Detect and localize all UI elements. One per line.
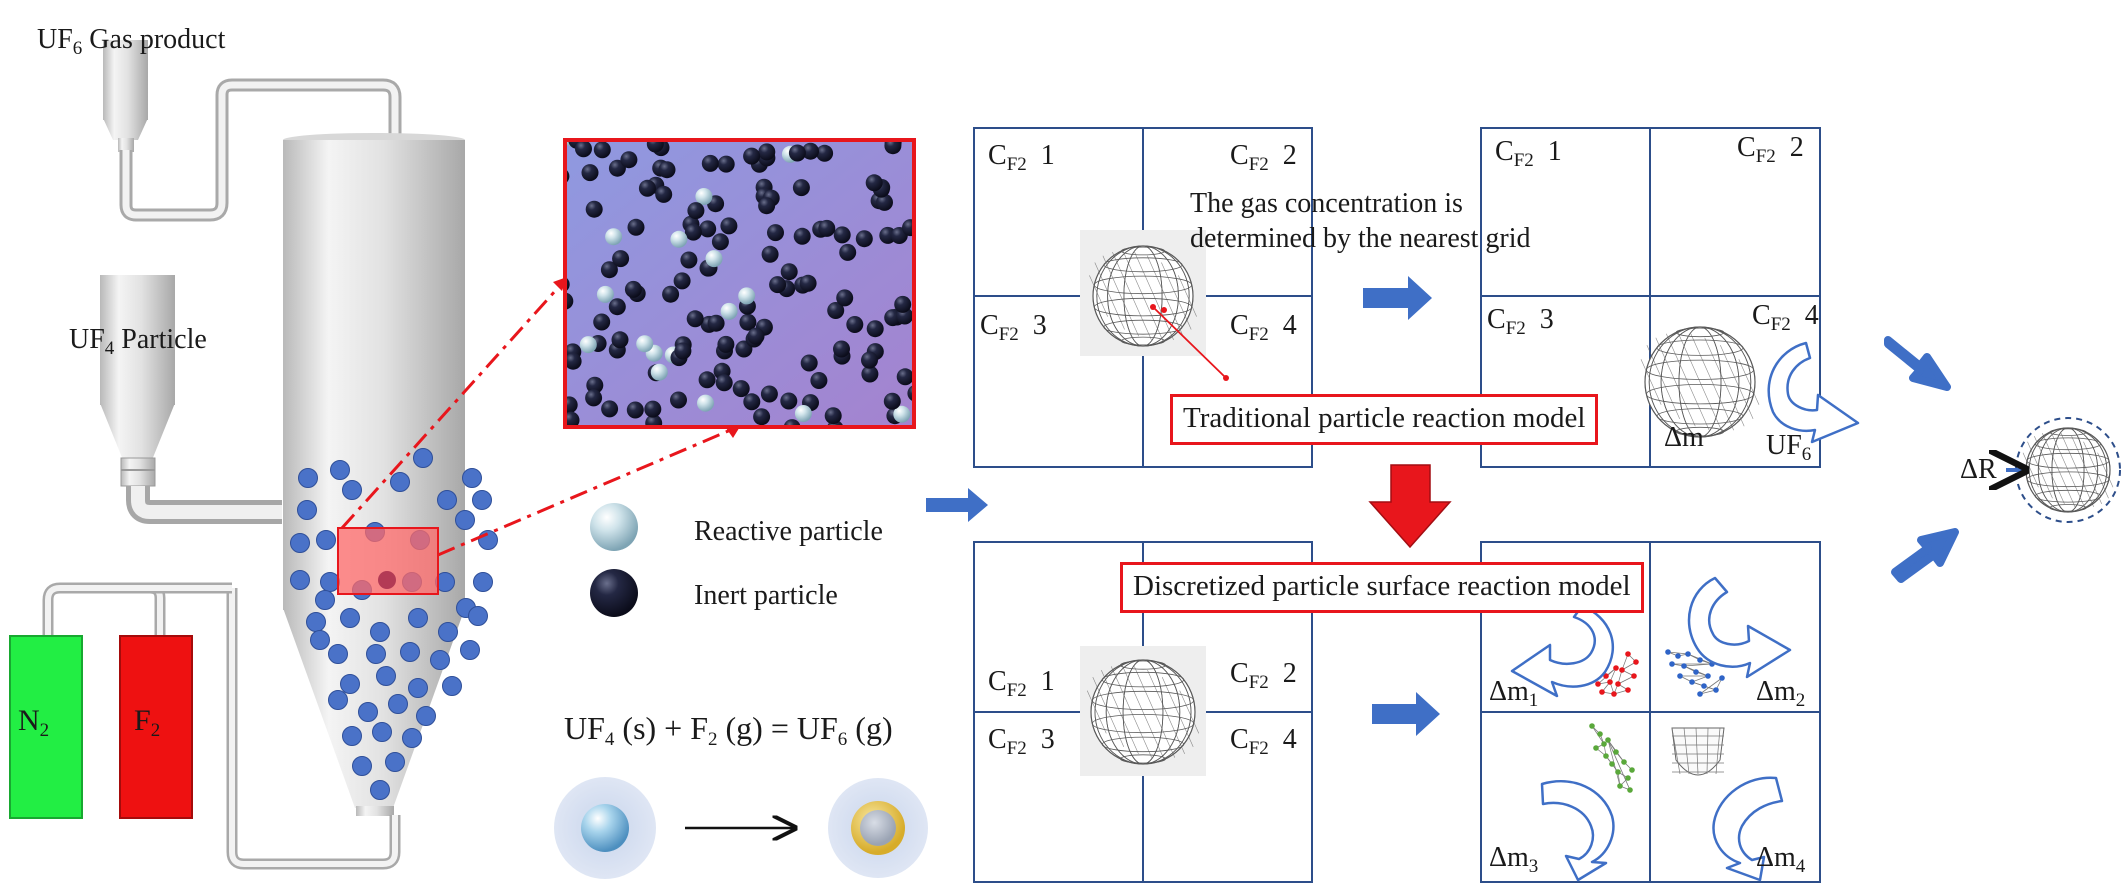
grid-b-cell-2: CF2 2	[1737, 132, 1804, 167]
grid-c-cell-2: CF2 2	[1230, 658, 1297, 693]
model-comparison-arrow	[1368, 464, 1452, 549]
nearest-grid-pointer	[1150, 304, 1229, 381]
discretized-model-label: Discretized particle surface reaction mo…	[1120, 562, 1644, 613]
inert-particle-icon	[590, 569, 638, 617]
delta-r-label: ΔR	[1960, 454, 1997, 485]
grid-a-cell-4: CF2 4	[1230, 310, 1297, 345]
particle-feed-label: UF4 Particle	[69, 324, 207, 359]
delta-m4-label: Δm4	[1756, 842, 1806, 877]
grid-discretized-output	[1480, 541, 1821, 883]
delta-m-label: Δm	[1664, 422, 1704, 453]
flow-arrow-to-discretized	[926, 488, 988, 522]
f2-tank-label: F2	[134, 704, 161, 741]
grid-a-cell-1: CF2 1	[988, 140, 1055, 175]
annotation-line-1: The gas concentration is	[1190, 188, 1463, 219]
gas-product-hopper	[103, 40, 148, 152]
grid-traditional-output	[1480, 127, 1821, 468]
grid-c-cell-4: CF2 4	[1230, 724, 1297, 759]
gas-concentration-annotation: The gas concentration is determined by t…	[1190, 186, 1531, 256]
n2-tank-label: N2	[18, 704, 50, 741]
reactive-particle-icon	[590, 503, 638, 551]
grid-b-cell-3: CF2 3	[1487, 304, 1554, 339]
legend-inert-label: Inert particle	[694, 580, 838, 611]
flow-arrow-d-to-r	[1891, 528, 1959, 583]
flow-arrow-b-to-r	[1884, 336, 1951, 391]
f2-tank	[119, 635, 193, 819]
n2-tank	[9, 635, 83, 819]
zoom-panel	[563, 138, 916, 429]
grid-c-cell-1: CF2 1	[988, 666, 1055, 701]
delta-m2-label: Δm2	[1756, 676, 1806, 711]
mass-release-arrows	[1510, 576, 1792, 882]
grid-a-cell-3: CF2 3	[980, 310, 1047, 345]
uf6-release-arrow	[1767, 341, 1860, 444]
grid-c-cell-3: CF2 3	[988, 724, 1055, 759]
reaction-equation: UF4 (s) + F2 (g) = UF6 (g)	[564, 710, 893, 750]
gas-outlet-pipe	[119, 78, 402, 222]
grid-a-cell-2: CF2 2	[1230, 140, 1297, 175]
annotation-line-2: determined by the nearest grid	[1190, 223, 1531, 254]
gas-product-label: UF6 Gas product	[37, 24, 226, 59]
delta-m1-label: Δm1	[1489, 676, 1539, 711]
flow-arrow-a-to-b	[1363, 276, 1432, 320]
traditional-model-label: Traditional particle reaction model	[1170, 394, 1599, 445]
legend-reactive-label: Reactive particle	[694, 516, 883, 547]
highlighted-particle	[378, 571, 396, 589]
mesh-spheres	[1080, 230, 2114, 793]
gas-inlet-pipe	[42, 582, 401, 870]
flow-arrow-c-to-d	[1372, 692, 1440, 736]
reaction-progress-illustration	[554, 777, 928, 879]
delta-r-outer-boundary	[2015, 417, 2121, 523]
grid-b-cell-1: CF2 1	[1495, 136, 1562, 171]
uf6-label: UF6	[1766, 430, 1812, 465]
particle-feed-hopper	[100, 275, 282, 524]
grid-b-cell-4: CF2 4	[1752, 300, 1819, 335]
delta-m3-label: Δm3	[1489, 842, 1539, 877]
